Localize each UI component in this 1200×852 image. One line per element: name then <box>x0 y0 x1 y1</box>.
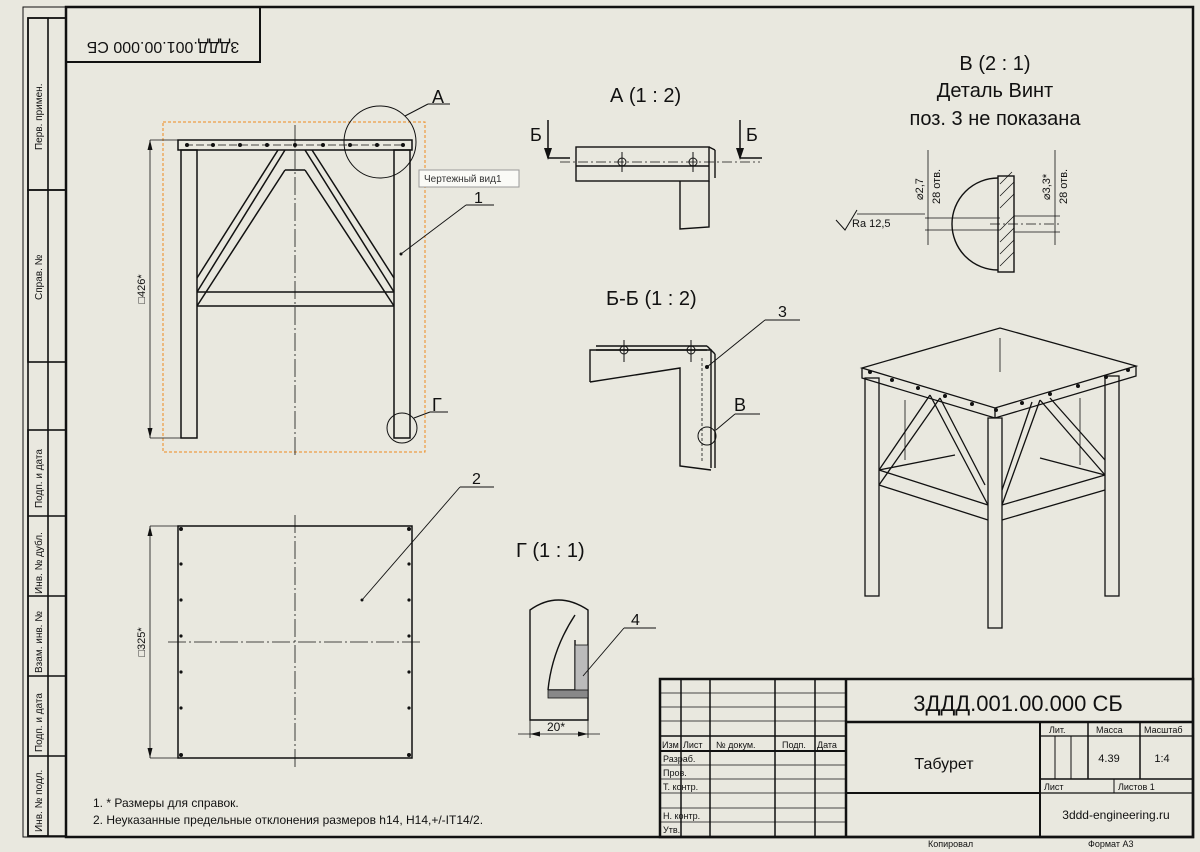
detail-a-title: А (1 : 2) <box>610 85 681 107</box>
side-label-first-use: Перв. примен. <box>34 84 45 150</box>
height-dimension: □426* <box>136 274 148 304</box>
col-doc-no: № докум. <box>716 740 756 750</box>
row-approved: Утв. <box>663 825 680 835</box>
position-2-label: 2 <box>472 471 481 488</box>
head-mass: Масса <box>1096 725 1123 735</box>
detail-g-callout-circle <box>386 412 418 444</box>
position-4-label: 4 <box>631 612 640 629</box>
side-label-repl-inv: Взам. инв. № <box>34 611 45 673</box>
detail-v-letter: В <box>734 395 746 415</box>
section-bb-title: Б-Б (1 : 2) <box>606 288 697 310</box>
scale-value: 1:4 <box>1154 753 1169 765</box>
copied-label: Копировал <box>928 839 973 849</box>
isometric-screws <box>868 368 1130 412</box>
hole-diameter-2: ⌀3,3* <box>1041 173 1053 200</box>
row-checked: Пров. <box>663 768 687 778</box>
detail-a-view: А (1 : 2) Б Б <box>530 85 762 230</box>
hole-diameter-1: ⌀2,7 <box>914 178 926 200</box>
company-name: 3ddd-engineering.ru <box>1062 808 1169 822</box>
side-label-dup-inv: Инв. № дубл. <box>33 532 45 594</box>
row-norm-control: Н. контр. <box>663 811 700 821</box>
detail-v-subtitle: Деталь Винт <box>937 80 1053 102</box>
col-list: Лист <box>683 740 703 750</box>
detail-g-title: Г (1 : 1) <box>516 540 585 562</box>
detail-v-title: В (2 : 1) <box>959 53 1030 75</box>
detail-v-note: поз. 3 не показана <box>910 108 1082 130</box>
drawing-title: Табурет <box>914 756 974 773</box>
detail-g-letter: Г <box>432 395 442 415</box>
detail-a-letter: А <box>432 87 444 107</box>
row-tech-control: Т. контр. <box>663 782 698 792</box>
side-label-sign-date-1: Подп. и дата <box>34 449 45 508</box>
hole-count-2: 28 отв. <box>1058 169 1070 204</box>
col-izm: Изм <box>662 740 679 750</box>
detail-a-callout-circle <box>343 105 417 179</box>
section-b-left-letter: Б <box>530 125 542 145</box>
head-scale: Масштаб <box>1144 725 1183 735</box>
note-1: 1. * Размеры для справок. <box>93 796 239 810</box>
detail-v-view: В (2 : 1) Деталь Винт поз. 3 не показана… <box>835 53 1082 273</box>
detail-g-width-dimension: 20* <box>547 720 565 734</box>
rotated-drawing-code: 3ДДД.001.00.000 СБ <box>87 38 239 55</box>
note-2: 2. Неуказанные предельные отклонения раз… <box>93 813 483 827</box>
side-label-sign-date-2: Подп. и дата <box>34 693 45 752</box>
side-label-ref-no: Справ. № <box>34 254 45 300</box>
sheet-frame <box>22 5 1195 839</box>
position-3-label: 3 <box>778 304 787 321</box>
col-sign: Подп. <box>782 740 806 750</box>
hole-count-1: 28 отв. <box>931 169 943 204</box>
view-tooltip: Чертежный вид1 <box>424 174 502 185</box>
section-b-right-letter: Б <box>746 125 758 145</box>
format-label: Формат А3 <box>1088 839 1133 849</box>
detail-g-view: Г (1 : 1) 20* 4 <box>516 540 656 738</box>
sheet-label: Лист <box>1044 782 1064 792</box>
title-block <box>658 677 1195 839</box>
head-lit: Лит. <box>1049 725 1066 735</box>
section-bb-view: Б-Б (1 : 2) 3 В <box>589 288 800 471</box>
col-date: Дата <box>817 740 837 750</box>
roughness-mark: Ra 12,5 <box>852 218 891 230</box>
position-1-label: 1 <box>474 190 483 207</box>
side-strip <box>27 17 67 837</box>
side-label-orig-inv: Инв. № подл. <box>34 770 45 832</box>
mass-value: 4.39 <box>1098 753 1119 765</box>
sheets-label: Листов 1 <box>1118 782 1155 792</box>
row-developed: Разраб. <box>663 754 695 764</box>
drawing-code: 3ДДД.001.00.000 СБ <box>913 691 1123 716</box>
isometric-view <box>859 327 1139 629</box>
front-view: □426* А Г 1 Чертежный вид1 <box>136 87 520 455</box>
top-view: □325* 2 <box>136 471 494 768</box>
top-dimension: □325* <box>136 627 148 657</box>
